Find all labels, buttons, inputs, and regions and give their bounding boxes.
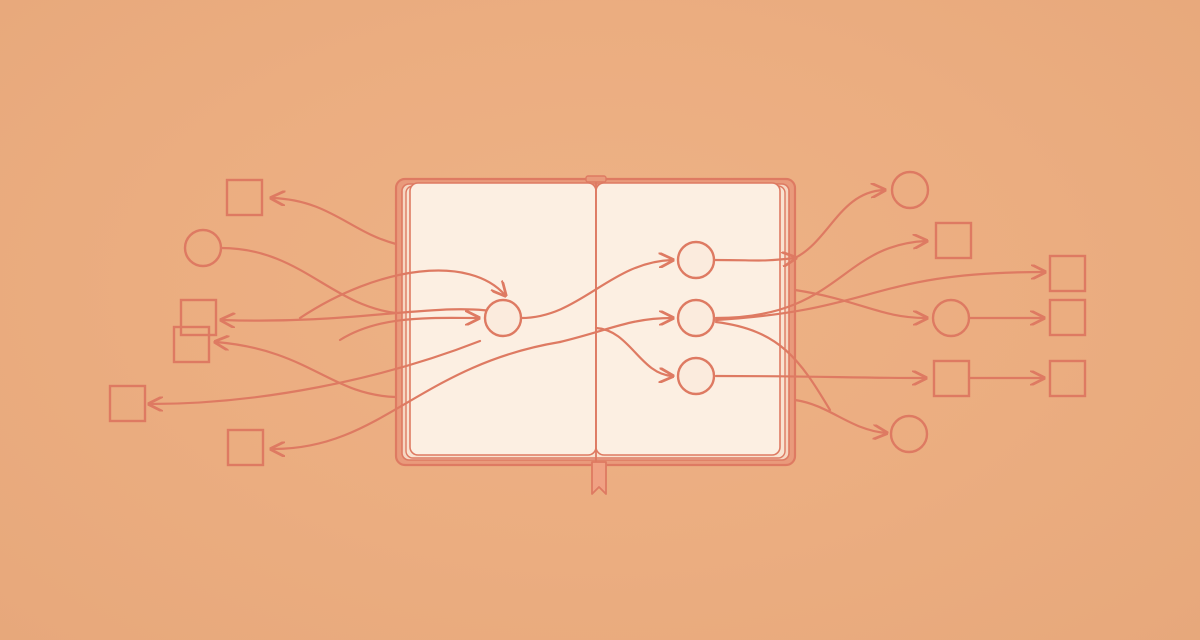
connector-left-to-node-2 [338, 318, 478, 342]
connector-circle-to-book [219, 246, 398, 315]
circle-node-left [183, 228, 223, 268]
connector-to-mid-node [558, 318, 672, 344]
connector-mid-node-down [714, 320, 832, 412]
connector-to-square-lower [714, 376, 925, 378]
circle-node-right-mid [931, 298, 971, 338]
book-nodes [483, 240, 716, 396]
connector-node-to-square-mid [222, 308, 507, 320]
square-node-right-top [934, 221, 973, 260]
square-node-right-lower [932, 359, 971, 398]
connector-book-to-square-mid2 [216, 342, 398, 399]
right-nodes [889, 170, 1087, 454]
flow-node-circle-top [676, 240, 716, 280]
open-notebook [394, 175, 797, 495]
bookmark-ribbon [591, 461, 607, 495]
flow-node-circle-bottom [676, 356, 716, 396]
connector-to-square-far-top [714, 272, 1044, 322]
connector-to-circle-mid [793, 288, 926, 318]
connector-book-to-square-far [150, 339, 482, 404]
square-node-right-far-top [1048, 254, 1087, 293]
square-node-right-far-lower [1048, 359, 1087, 398]
flow-connectors [150, 190, 1044, 449]
connector-book-to-square-bottom [272, 340, 562, 449]
circle-node-right-bottom [889, 414, 929, 454]
square-node-left-mid-overlap [172, 325, 211, 364]
connector-to-square-top [714, 241, 926, 320]
connector-top-node-right [712, 258, 795, 261]
connector-to-circle-top [793, 190, 884, 260]
square-node-left-top [225, 178, 264, 217]
connector-book-to-square-top [272, 198, 398, 246]
connector-to-bottom-node [594, 326, 672, 376]
spine-top-cap [585, 175, 607, 183]
connector-left-to-node [298, 269, 505, 320]
square-node-left-far [108, 384, 147, 423]
square-node-right-far-mid [1048, 298, 1087, 337]
circle-node-right-top [890, 170, 930, 210]
square-node-left-bottom [226, 428, 265, 467]
flow-node-circle-middle [676, 298, 716, 338]
connector-node-to-top-node [519, 260, 672, 320]
flow-node-circle-left [483, 298, 523, 338]
left-nodes [108, 178, 265, 467]
connector-to-circle-bottom [793, 398, 886, 433]
square-node-left-mid [179, 298, 218, 337]
